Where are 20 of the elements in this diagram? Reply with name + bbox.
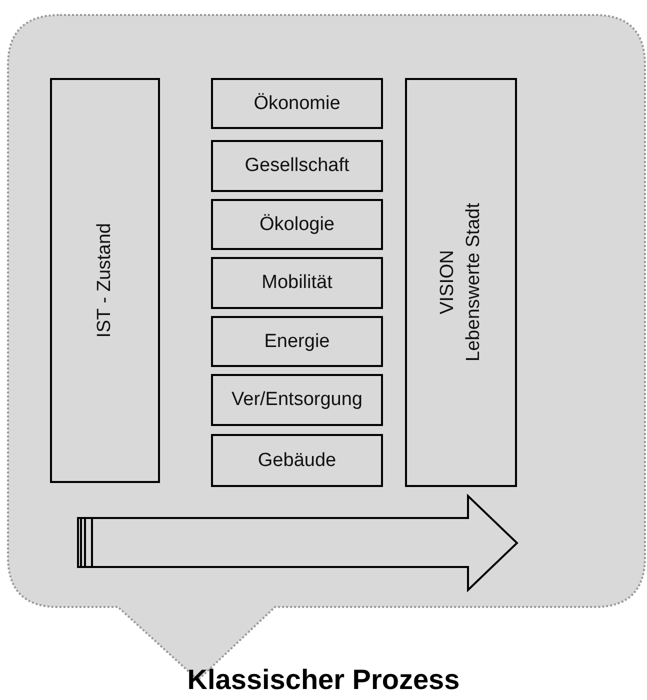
state-box xyxy=(50,78,160,483)
box-label: IST - Zustand xyxy=(94,223,116,338)
topic-box xyxy=(211,257,383,309)
box-label: Gesellschaft xyxy=(244,155,350,177)
topic-box xyxy=(211,199,383,250)
topic-box xyxy=(211,374,383,426)
box-label: Energie xyxy=(264,330,330,352)
box-label: Gebäude xyxy=(258,450,336,472)
box-label: Ver/Entsorgung xyxy=(232,389,362,411)
topic-box xyxy=(211,78,383,129)
topic-box xyxy=(211,434,383,487)
box-label: Ökologie xyxy=(260,214,334,236)
box-label: Ökonomie xyxy=(254,92,340,114)
vision-box xyxy=(405,78,517,487)
topic-box xyxy=(211,316,383,367)
box-label: VISION xyxy=(437,250,459,315)
box-label: Mobilität xyxy=(262,272,332,294)
caption: Klassischer Prozess xyxy=(187,664,460,695)
topic-box xyxy=(211,140,383,192)
box-subtitle: Lebenswerte Stadt xyxy=(463,203,485,362)
